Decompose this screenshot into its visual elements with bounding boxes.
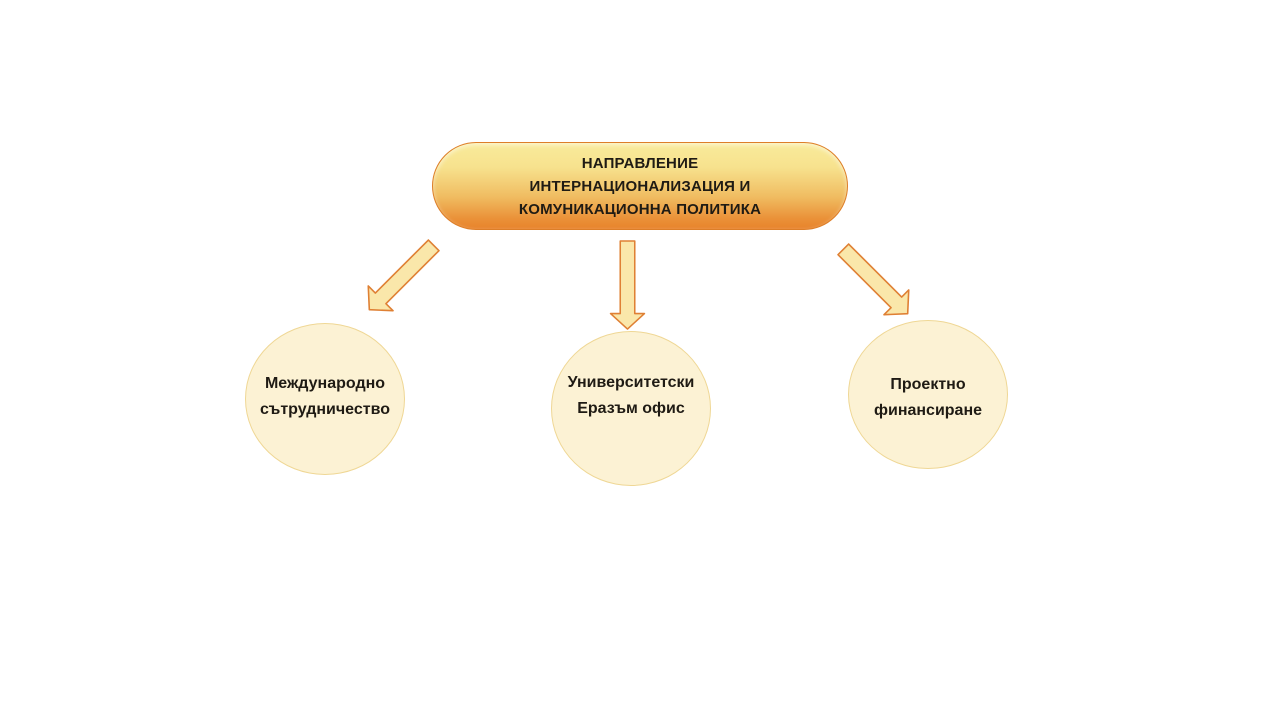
branch-node-label: Университетски Еразъм офис — [567, 373, 695, 417]
arrow-down-right-icon — [837, 243, 910, 316]
branch-node-label: Международно сътрудничество — [259, 375, 390, 418]
branch-node-project-funding: Проектно финансиране — [848, 320, 1008, 469]
branch-node-erasmus-office: Университетски Еразъм офис — [551, 331, 711, 486]
arrow-down-icon — [609, 240, 646, 330]
arrow-down-left-icon — [367, 239, 440, 312]
branch-node-international-cooperation: Международно сътрудничество — [245, 323, 405, 475]
branch-node-label: Проектно финансиране — [873, 375, 983, 419]
root-node-label: НАПРАВЛЕНИЕ ИНТЕРНАЦИОНАЛИЗАЦИЯ И КОМУНИ… — [518, 154, 762, 218]
root-node: НАПРАВЛЕНИЕ ИНТЕРНАЦИОНАЛИЗАЦИЯ И КОМУНИ… — [432, 142, 848, 230]
